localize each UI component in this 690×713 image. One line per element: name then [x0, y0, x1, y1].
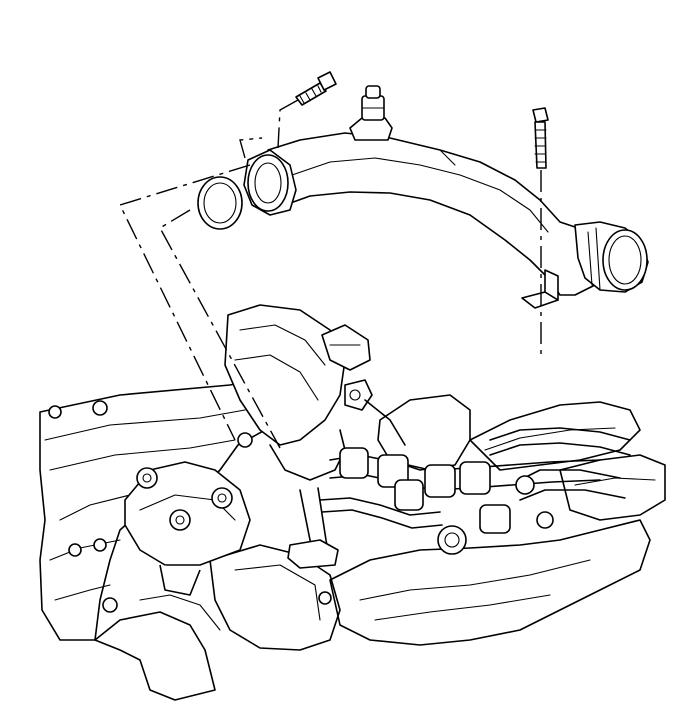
coolant-outlet-pipe — [243, 132, 649, 296]
pipe-mounting-bolt-left — [295, 71, 337, 106]
pipe-inlet-o-ring — [197, 176, 243, 230]
assembly-alignment-lines — [119, 99, 542, 449]
pipe-mounting-bolt-right — [532, 107, 549, 169]
pipe-mounting-bracket — [521, 269, 559, 309]
fuel-rail-and-lines — [287, 427, 631, 569]
coolant-temperature-sensor — [349, 85, 393, 141]
throttle-body — [224, 304, 406, 481]
thermostat-housing — [48, 400, 332, 613]
